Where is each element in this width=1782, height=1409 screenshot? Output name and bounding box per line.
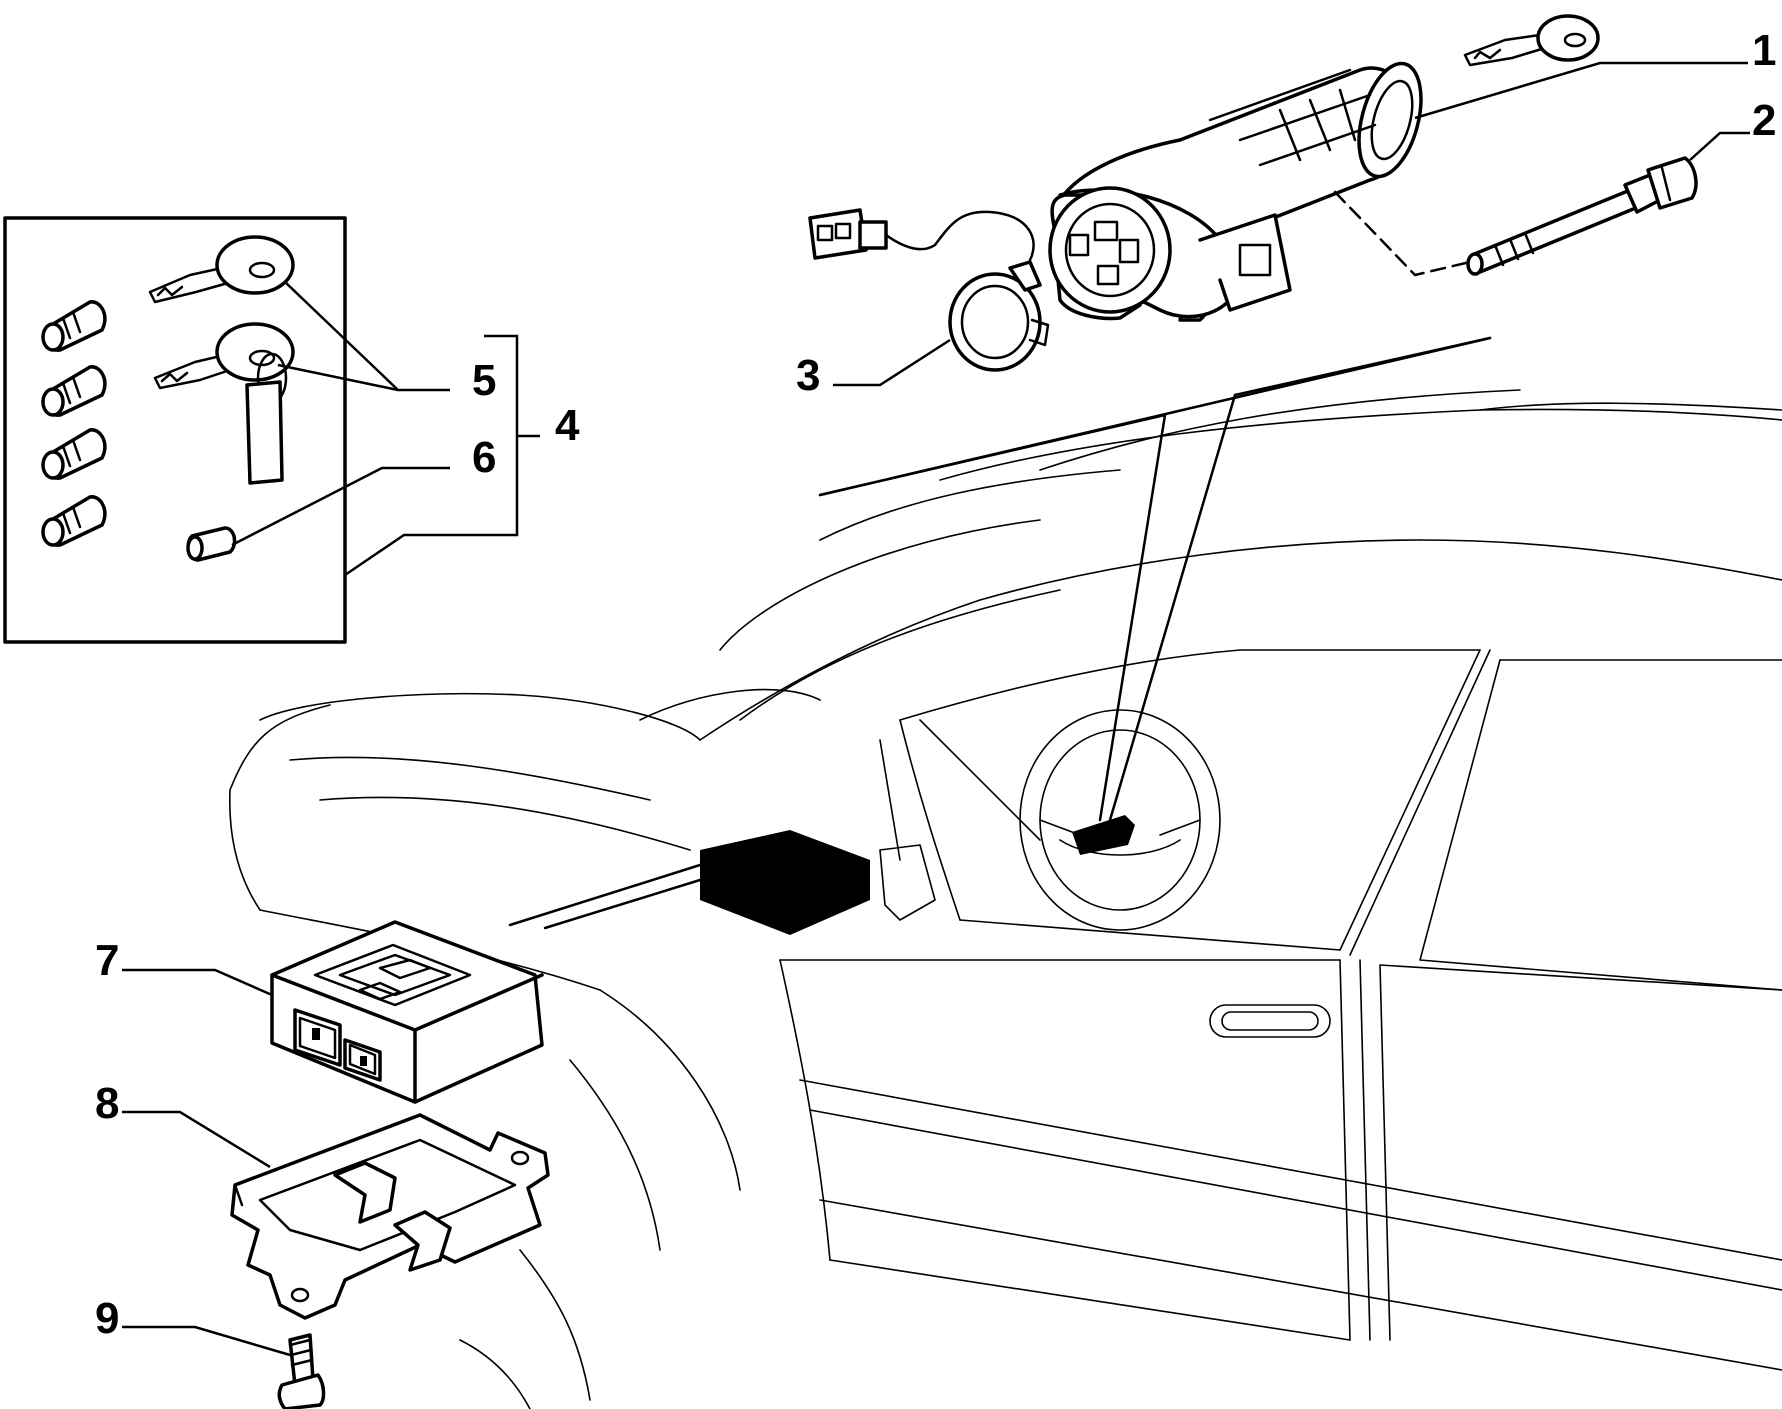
- callout-5: 5: [472, 356, 496, 405]
- car-outline: [228, 389, 1782, 1409]
- callout-4: 4: [555, 401, 580, 450]
- immobilizer-antenna-ring: [808, 208, 1050, 387]
- lock-barrel: [41, 428, 107, 480]
- callout-2: 2: [1752, 96, 1776, 145]
- lock-barrel: [41, 300, 107, 352]
- shear-bolt: [1333, 131, 1750, 277]
- key-with-tag-icon: [153, 322, 295, 485]
- zoom-projection-lines: [508, 336, 1492, 930]
- callout-1: 1: [1752, 26, 1776, 75]
- installed-control-unit-marker: [700, 830, 870, 935]
- lock-barrel: [41, 495, 107, 547]
- lock-barrel: [41, 365, 107, 417]
- control-unit-bracket: [122, 1110, 550, 1320]
- immobilizer-control-unit: [122, 920, 544, 1104]
- callout-7: 7: [95, 936, 119, 985]
- key-icon: [148, 235, 295, 304]
- key-icon: [1463, 14, 1600, 67]
- ignition-switch-assembly: [1048, 61, 1748, 322]
- callout-9: 9: [95, 1294, 119, 1343]
- callout-8: 8: [95, 1079, 119, 1128]
- callout-6: 6: [472, 433, 496, 482]
- screw: [122, 1325, 326, 1409]
- lock-set-box: [3, 216, 540, 644]
- lock-plug: [186, 526, 237, 562]
- callout-3: 3: [796, 351, 820, 400]
- installed-ignition-marker: [1072, 815, 1135, 855]
- callout-labels: 1 2 3 4 5 6 7 8 9: [95, 26, 1776, 1343]
